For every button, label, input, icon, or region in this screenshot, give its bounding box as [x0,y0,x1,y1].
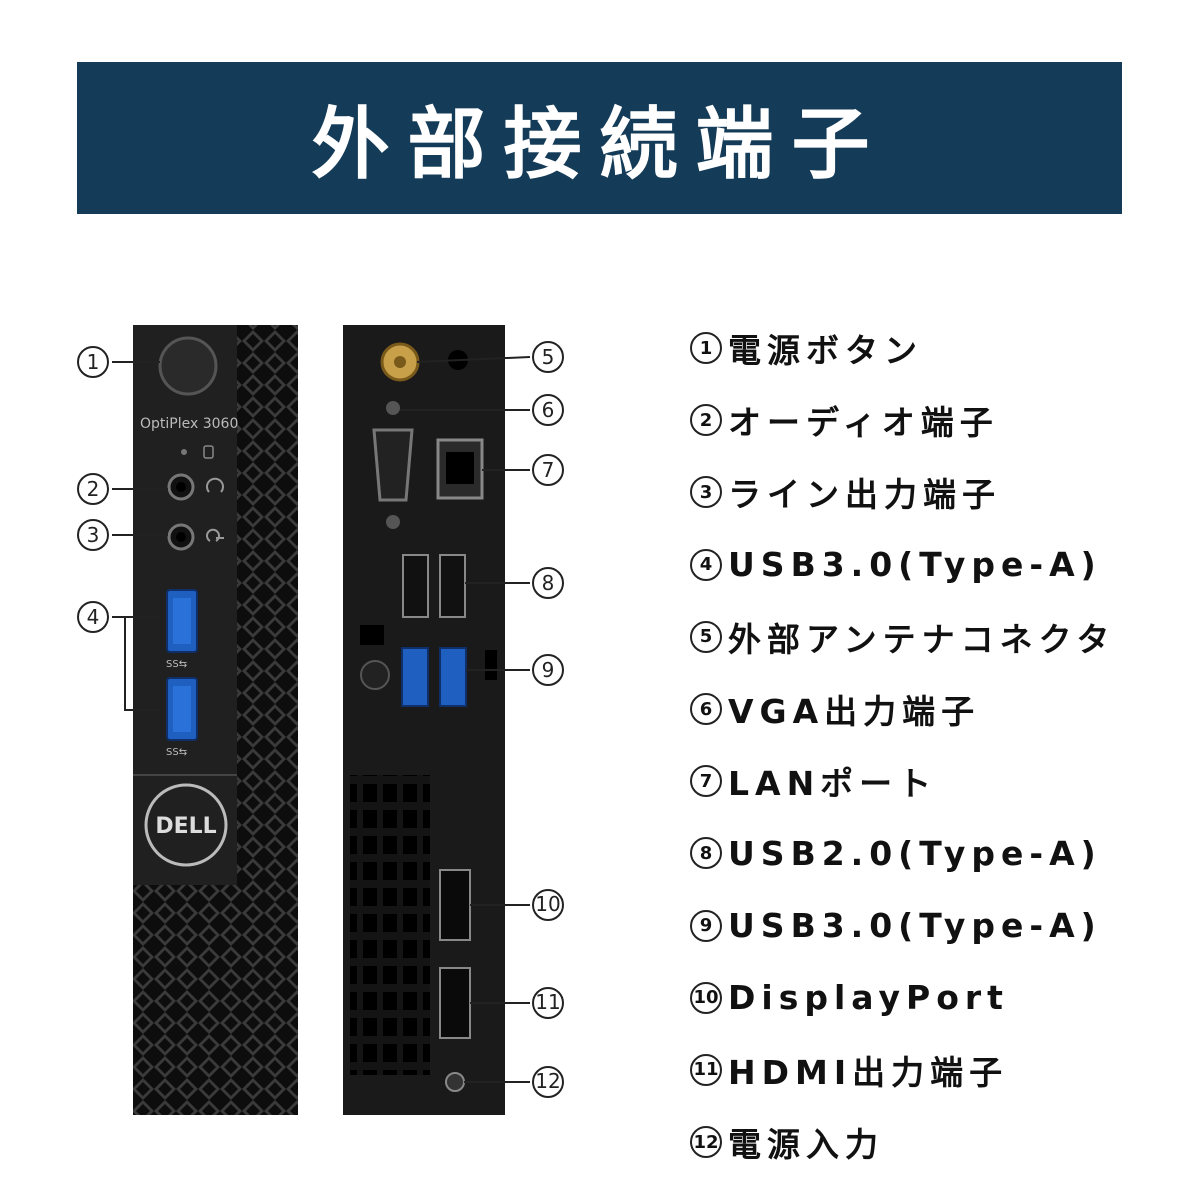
svg-text:2: 2 [87,477,100,501]
displayport-port [439,869,471,941]
svg-text:7: 7 [542,458,555,482]
vga-screw-top [386,401,400,415]
legend-marker: 2 [690,404,722,437]
callout-marker-8: 8 [532,567,564,599]
front-panel: OptiPlex 3060 SS⇆ SS⇆ DELL [133,325,298,1115]
legend-marker: 12 [690,1126,722,1159]
front-side-mesh [237,325,298,1115]
legend-label: DisplayPort [728,978,1009,1018]
callout-lines [112,356,531,1083]
power-input-port [445,1072,465,1092]
callout-marker-12: 12 [532,1066,564,1098]
svg-text:10: 10 [535,892,560,916]
page-title: 外部接続端子 [311,100,888,190]
svg-text:9: 9 [542,658,555,682]
legend-label: USB2.0(Type-A) [728,833,1102,873]
legend-marker: 11 [690,1053,722,1086]
svg-text:SS⇆: SS⇆ [166,747,187,758]
svg-text:1: 1 [87,350,100,374]
line-out-icon [206,528,224,542]
callout-marker-6: 6 [532,394,564,426]
svg-text:8: 8 [542,571,555,595]
svg-text:12: 12 [535,1069,560,1093]
front-bottom-mesh [133,885,239,1115]
svg-text:4: 4 [87,605,100,629]
title-banner: 外部接続端子 [77,62,1122,214]
legend-label: 電源ボタン [728,331,923,371]
usb2-port-2 [439,554,466,618]
legend-marker: 1 [690,332,722,365]
hdmi-port [439,967,471,1039]
svg-text:6: 6 [542,398,555,422]
legend-label: オーディオ端子 [728,403,999,443]
legend-marker: 10 [690,981,722,1014]
usb3-port-2 [439,647,467,707]
callout-marker-4: 4 [77,601,109,633]
vga-screw-bottom [386,515,400,529]
usb3-port-1 [401,647,429,707]
legend-label: 電源入力 [728,1125,884,1165]
vga-port [372,428,414,502]
svg-text:3: 3 [87,523,100,547]
legend-label: HDMI出力端子 [728,1052,1009,1092]
legend-label: 外部アンテナコネクタ [728,619,1116,659]
callout-marker-5: 5 [532,341,564,373]
callout-marker-10: 10 [532,889,564,921]
dell-logo [144,783,228,867]
drive-activity-icon [203,445,214,459]
callout-markers: 1 2 3 4 5 6 7 8 9 10 11 12 [77,341,564,1098]
headset-icon [206,477,224,493]
callout-marker-3: 3 [77,519,109,551]
usb2-port-1 [402,554,429,618]
callout-marker-2: 2 [77,473,109,505]
legend-label: VGA出力端子 [728,692,981,732]
power-led [181,449,187,455]
legend-marker: 3 [690,476,722,509]
dell-logo-text: DELL [155,814,216,839]
callout-marker-7: 7 [532,454,564,486]
power-button [158,336,218,396]
legend-label: ライン出力端子 [728,475,1001,515]
legend-marker: 7 [690,765,722,798]
callout-marker-11: 11 [532,987,564,1019]
legend-marker: 8 [690,837,722,870]
back-panel [343,325,505,1115]
legend-label: LANポート [728,764,938,804]
legend-marker: 5 [690,620,722,653]
legend-label: USB3.0(Type-A) [728,545,1102,585]
legend-marker: 9 [690,909,722,942]
model-label: OptiPlex 3060 [140,416,238,432]
padlock-ring [360,660,390,690]
svg-text:11: 11 [535,990,560,1014]
legend-marker: 4 [690,548,722,581]
svg-text:SS⇆: SS⇆ [166,659,187,670]
legend-marker: 6 [690,693,722,726]
callout-marker-1: 1 [77,346,109,378]
callout-marker-9: 9 [532,654,564,686]
kensington-slot [360,625,384,645]
svg-text:5: 5 [542,345,555,369]
legend-label: USB3.0(Type-A) [728,906,1102,946]
back-vents [350,775,430,1075]
